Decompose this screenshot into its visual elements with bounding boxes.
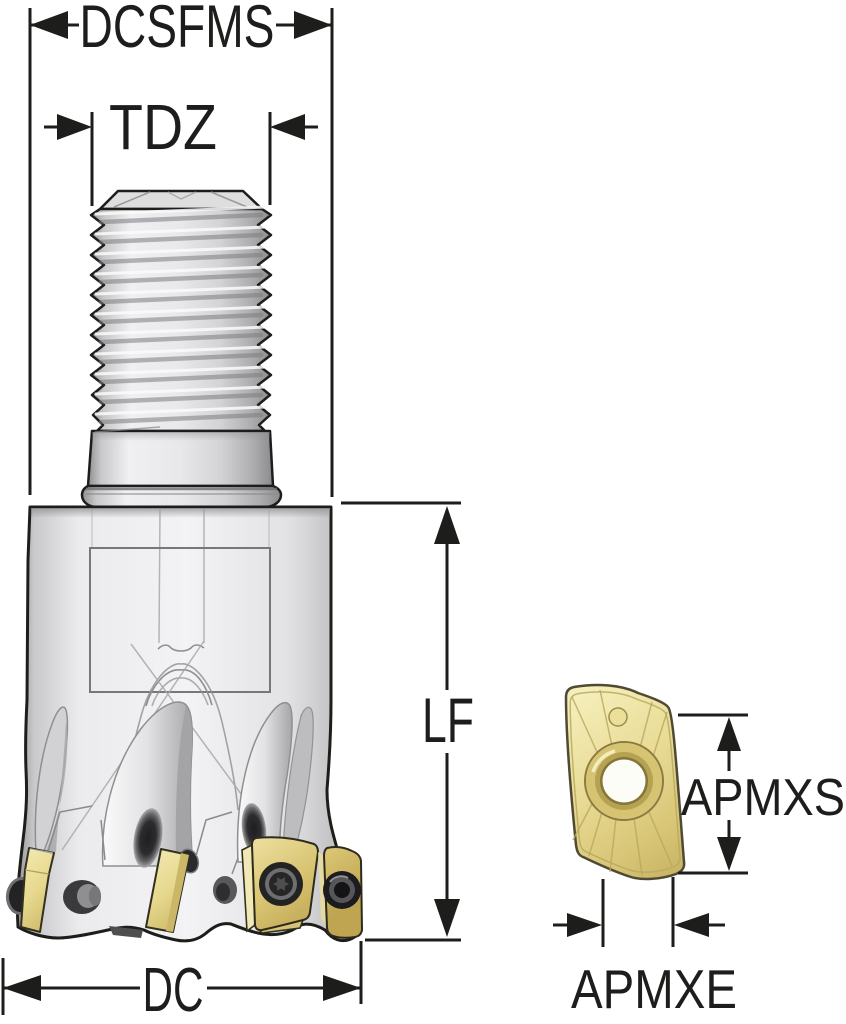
arrowhead-down-icon [434,899,460,937]
engraving-panel [89,547,271,693]
flute-left [34,706,69,854]
dimension-dcsfms: DCSFMS [28,0,334,497]
insert-facet-lines [571,689,673,876]
arrowhead-left-icon [3,975,41,1001]
pocket-facet-lines [45,805,239,875]
arrowhead-right-icon [567,913,602,937]
shank-collar [80,484,283,509]
arrowhead-right-icon [294,11,332,39]
shank-tip-chamfer [98,189,264,211]
insert-far-right [318,846,364,939]
thread-ridges [94,205,268,425]
insert-drawing [564,683,686,881]
shank-neck [86,426,275,488]
lf-label: LF [422,686,474,756]
insert-right-face [241,836,320,934]
dcsfms-label: DCSFMS [80,0,275,60]
dimension-dc: DC [1,941,363,1024]
apmxs-label: APMXS [681,769,845,827]
shank-thread [89,205,273,433]
arrowhead-down-icon [717,837,741,871]
mounted-inserts [5,836,364,939]
pocket-hole [133,808,163,868]
body-reflection-lines [91,507,270,644]
seat-shadow [109,926,143,938]
arrowhead-left-icon [270,114,305,140]
insert-center-hole [584,741,664,821]
arrowhead-right-icon [323,975,361,1001]
arrowhead-up-icon [717,717,741,751]
tdz-label: TDZ [109,91,217,163]
arrowhead-left-icon [674,913,709,937]
dimension-apmxs: APMXS [678,713,845,875]
dimension-apmxe: APMXE [553,877,737,1020]
cutter-body [15,505,358,943]
dimension-lf: LF [341,501,474,942]
insert-screw [323,871,361,909]
arrowhead-left-icon [30,11,68,39]
torx-star-icon [273,877,289,891]
flute-right-2 [282,706,314,853]
dimension-tdz: TDZ [44,91,318,206]
apmxe-label: APMXE [571,958,737,1020]
insert-left-side [20,847,55,933]
dc-label: DC [143,956,204,1024]
flute-center [101,701,194,867]
arrowhead-up-icon [434,506,460,544]
milling-cutter-drawing [5,189,364,943]
insert-dimple [608,707,628,727]
insert-middle-side [145,848,190,933]
arrowhead-right-icon [57,114,92,140]
torx-screw [259,862,303,906]
